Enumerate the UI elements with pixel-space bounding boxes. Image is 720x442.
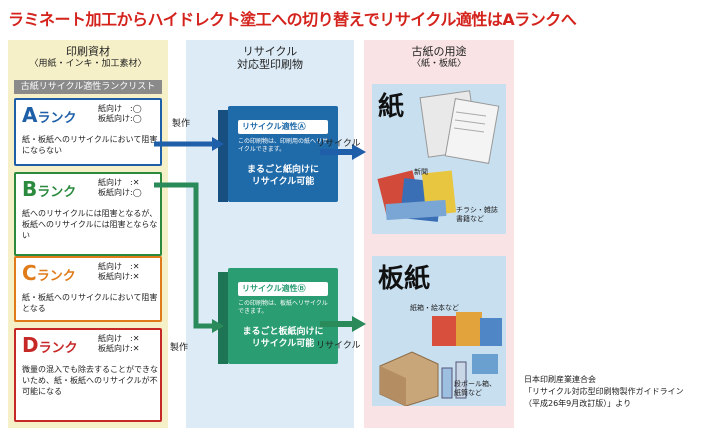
rank-b-letter: B <box>22 177 38 201</box>
rank-c-title: Cランク <box>22 261 76 285</box>
rank-c-description: 紙・板紙へのリサイクルにおいて阻害となる <box>22 293 158 313</box>
arrow-head-b <box>212 319 224 333</box>
boxes-illustration <box>379 312 502 406</box>
book-rank-a: リサイクル適性Ⓐ この印刷物は、印刷用の紙へリサイクルできます。 まるごと紙向け… <box>218 106 338 202</box>
rank-d-description: 微量の混入でも除去することができないため、紙・板紙へのリサイクルが不可能になる <box>22 365 158 396</box>
rank-b-targets: 紙向け :✕ 板紙向け:◯ <box>98 178 142 197</box>
book-rank-b: リサイクル適性Ⓑ この印刷物は、板紙へリサイクルできます。 まるごと板紙向けに … <box>218 268 338 364</box>
rank-b-description: 紙へのリサイクルには阻害となるが、板紙へのリサイクルには阻害とならない <box>22 209 158 240</box>
book-b-caption: まるごと板紙向けに リサイクル可能 <box>242 327 324 349</box>
rank-b-suffix: ランク <box>37 185 77 200</box>
paperboard-panel: 板紙 紙箱・絵本など 段ボール箱、 紙筒など <box>372 256 506 406</box>
use-header: 古紙の用途 〈紙・板紙〉 <box>364 40 514 71</box>
label-recycle-top: リサイクル <box>316 139 361 149</box>
book-a-note: この印刷物は、印刷用の紙へリサイクルできます。 <box>238 138 329 153</box>
book-a-caption: まるごと紙向けに リサイクル可能 <box>246 165 319 187</box>
rank-d-box: Dランク 紙向け :✕ 板紙向け:✕ 微量の混入でも除去することができないため、… <box>14 328 162 422</box>
paperboard-title: 板紙 <box>378 264 431 294</box>
label-boxes-picturebooks: 紙箱・絵本など <box>410 304 459 312</box>
rank-c-letter: C <box>22 261 37 285</box>
use-title: 古紙の用途 <box>411 45 467 58</box>
rank-a-targets: 紙向け :◯ 板紙向け:◯ <box>98 104 142 123</box>
label-recycle-bottom: リサイクル <box>316 341 361 351</box>
rank-d-suffix: ランク <box>38 341 78 356</box>
rank-b-box: Bランク 紙向け :✕ 板紙向け:◯ 紙へのリサイクルには阻害となるが、板紙への… <box>14 172 162 256</box>
rank-d-targets: 紙向け :✕ 板紙向け:✕ <box>98 334 140 353</box>
rank-a-box: Aランク 紙向け :◯ 板紙向け:◯ 紙・板紙へのリサイクルにおいて阻害にならな… <box>14 98 162 166</box>
materials-title: 印刷資材 <box>66 45 110 58</box>
recycle-mark-a: リサイクル適性Ⓐ <box>238 120 328 134</box>
recycle-print-column: リサイクル 対応型印刷物 リサイクル適性Ⓐ この印刷物は、印刷用の紙へリサイクル… <box>186 40 354 428</box>
rank-d-title: Dランク <box>22 333 78 357</box>
rank-a-letter: A <box>22 103 38 127</box>
rank-list-label: 古紙リサイクル適性ランクリスト <box>14 80 162 94</box>
label-cardboard-tubes: 段ボール箱、 紙筒など <box>454 380 496 397</box>
arrow-head-a <box>212 137 224 151</box>
book-b-note: この印刷物は、板紙へリサイクルできます。 <box>238 300 328 315</box>
rank-c-suffix: ランク <box>36 269 76 284</box>
label-production-top: 製作 <box>172 119 191 129</box>
recycle-mark-b: リサイクル適性Ⓑ <box>238 282 328 296</box>
rank-a-suffix: ランク <box>37 111 77 126</box>
label-production-bottom: 製作 <box>170 343 189 353</box>
rank-c-targets: 紙向け :✕ 板紙向け:✕ <box>98 262 140 281</box>
label-newspaper: 新聞 <box>414 168 428 176</box>
arrow-head-paper <box>352 144 366 160</box>
printing-materials-column: 印刷資材 〈用紙・インキ・加工素材〉 古紙リサイクル適性ランクリスト Aランク … <box>8 40 168 428</box>
materials-header: 印刷資材 〈用紙・インキ・加工素材〉 <box>8 40 168 71</box>
paper-panel: 紙 新聞 チラシ・雑誌 書籍など <box>372 84 506 234</box>
newspaper-illustration <box>377 90 500 222</box>
rank-a-description: 紙・板紙へのリサイクルにおいて阻害にならない <box>22 135 158 155</box>
rank-d-letter: D <box>22 333 39 357</box>
arrow-rank-b-to-book <box>154 182 212 329</box>
page-title: ラミネート加工からハイドレクト塗工への切り替えでリサイクル適性はAランクへ <box>8 10 577 29</box>
arrow-head-paperboard <box>352 316 366 332</box>
waste-paper-use-column: 古紙の用途 〈紙・板紙〉 紙 新聞 チラシ・雑誌 書籍など 板紙 <box>364 40 514 428</box>
paper-title: 紙 <box>378 92 405 122</box>
materials-subtitle: 〈用紙・インキ・加工素材〉 <box>29 59 147 69</box>
use-subtitle: 〈紙・板紙〉 <box>411 59 466 69</box>
rank-c-box: Cランク 紙向け :✕ 板紙向け:✕ 紙・板紙へのリサイクルにおいて阻害となる <box>14 256 162 322</box>
recycle-print-header: リサイクル 対応型印刷物 <box>237 45 303 71</box>
label-flyers-books: チラシ・雑誌 書籍など <box>456 206 498 223</box>
rank-a-title: Aランク <box>22 103 77 127</box>
source-credit: 日本印刷産業連合会 「リサイクル対応型印刷物製作ガイドライン （平成26年9月改… <box>524 375 684 408</box>
rank-b-title: Bランク <box>22 177 76 201</box>
